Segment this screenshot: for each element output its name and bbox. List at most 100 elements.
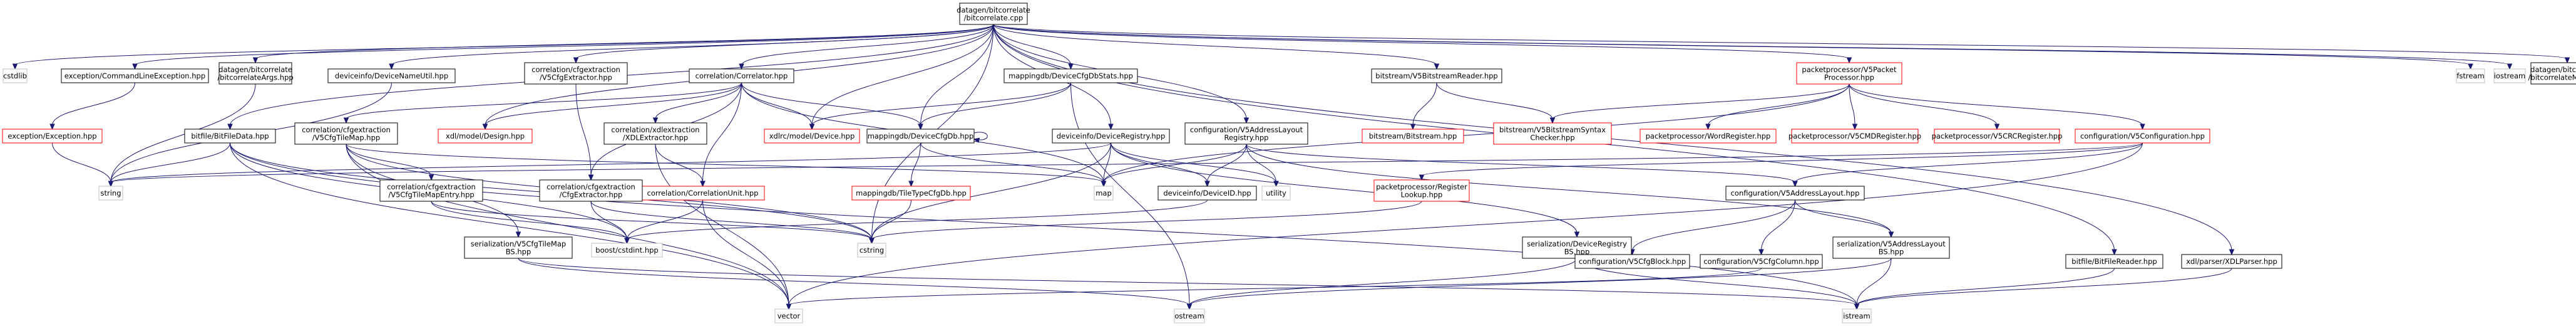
node-bitstream[interactable]: bitstream/Bitstream.hpp <box>1362 129 1464 144</box>
node-label: istream <box>1843 312 1870 320</box>
node-box <box>2 129 103 144</box>
node-box <box>1700 254 1823 269</box>
node-box <box>2181 254 2282 269</box>
node-v5cfgcolumn[interactable]: configuration/V5CfgColumn.hpp <box>1700 254 1823 269</box>
node-label: serialization/V5CfgTileMap <box>471 239 566 248</box>
edge-devregistry-to-devregbs <box>1111 142 1580 238</box>
node-label: configuration/V5CfgColumn.hpp <box>1703 257 1819 266</box>
node-label: mappingdb/TileTypeCfgDb.hpp <box>856 189 967 197</box>
node-v5cmdreg[interactable]: packetprocessor/V5CMDRegister.hpp <box>1788 129 1921 144</box>
node-exception[interactable]: exception/Exception.hpp <box>2 129 103 144</box>
edge-v5cfgtilemap-to-v5tilemapentry <box>346 144 434 181</box>
node-v5tilemapentry[interactable]: correlation/cfgextraction/V5CfgTileMapEn… <box>379 179 483 202</box>
node-devcfgdb[interactable]: mappingdb/DeviceCfgDb.hpp <box>866 129 975 144</box>
node-box <box>1184 122 1308 145</box>
node-bsreader[interactable]: bitstream/V5BitstreamReader.hpp <box>1371 68 1502 83</box>
node-box <box>327 68 456 83</box>
node-v5cfgblock[interactable]: configuration/V5CfgBlock.hpp <box>1574 254 1690 269</box>
edge-cfgextractor-to-cstdint <box>590 201 630 244</box>
node-label: ostream <box>1174 312 1204 320</box>
node-xdldesign[interactable]: xdl/model/Design.hpp <box>438 129 533 144</box>
node-bcmsgs[interactable]: datagen/bitcorrelate/bitcorrelateMsgs.hp… <box>2528 62 2576 85</box>
node-bitfilereader[interactable]: bitfile/BitFileReader.hpp <box>2065 254 2163 269</box>
node-box <box>184 129 276 144</box>
edge-devcfgdbstats-to-devcfgdb <box>918 82 1071 130</box>
edge-v5tilemapbs-to-ostream <box>518 258 1193 310</box>
edge-v5cfgtilemap-to-vector <box>346 144 792 310</box>
node-iostream: iostream <box>2493 68 2526 83</box>
edge-devcfgdb-to-devcfgdb <box>973 132 988 143</box>
node-bitfiledata[interactable]: bitfile/BitFileData.hpp <box>184 129 276 144</box>
node-box <box>2075 129 2210 144</box>
node-corrunit[interactable]: correlation/CorrelationUnit.hpp <box>640 186 765 201</box>
node-v5config[interactable]: configuration/V5Configuration.hpp <box>2075 129 2210 144</box>
node-label: mappingdb/DeviceCfgDb.hpp <box>868 132 974 140</box>
node-box <box>98 186 123 201</box>
node-label: /bitcorrelateMsgs.hpp <box>2528 73 2576 82</box>
node-devcfgdbstats[interactable]: mappingdb/DeviceCfgDbStats.hpp <box>1003 68 1138 83</box>
node-box <box>294 122 398 145</box>
edge-root-to-v5cfgext <box>573 24 994 64</box>
edge-xdlparser-to-istream <box>1854 268 2232 310</box>
node-v5cfgext[interactable]: correlation/cfgextraction/V5CfgExtractor… <box>524 62 628 85</box>
node-devnameutil[interactable]: deviceinfo/DeviceNameUtil.hpp <box>327 68 456 83</box>
node-box <box>591 243 663 258</box>
edge-cmdex-to-exception <box>49 82 135 130</box>
edge-devcfgdb-to-tiletypecfgdb <box>908 142 921 187</box>
edge-v5config-to-pktreglookup <box>1419 142 2143 181</box>
node-label: /V5CfgTileMap.hpp <box>312 133 380 142</box>
edge-v5cfgcolumn-to-vector <box>786 268 1762 310</box>
node-box <box>61 68 209 83</box>
node-label: utility <box>1266 189 1286 197</box>
node-wordreg[interactable]: packetprocessor/WordRegister.hpp <box>1640 129 1777 144</box>
edge-correlator-to-xdldesign <box>482 82 742 130</box>
node-box <box>438 129 533 144</box>
node-correlator[interactable]: correlation/Correlator.hpp <box>689 68 794 83</box>
node-box <box>1373 179 1470 202</box>
edge-v5addrbs-to-istream <box>1854 258 1892 310</box>
node-label: vector <box>777 312 801 320</box>
node-label: mappingdb/DeviceCfgDbStats.hpp <box>1008 71 1133 80</box>
node-label: fstream <box>2456 71 2484 80</box>
edge-correlator-to-xdlrcdevice <box>741 82 815 130</box>
node-label: boost/cstdint.hpp <box>595 246 658 255</box>
node-label: /bitcorrelate.cpp <box>964 13 1024 22</box>
node-xdlrcdevice[interactable]: xdlrc/model/Device.hpp <box>764 129 860 144</box>
node-box <box>1261 186 1291 201</box>
edge-v5addrreg-to-deviceid <box>1204 144 1247 187</box>
node-label: xdlrc/model/Device.hpp <box>769 132 855 140</box>
node-cmdex[interactable]: exception/CommandLineException.hpp <box>61 68 209 83</box>
node-label: xdl/parser/XDLParser.hpp <box>2186 257 2277 266</box>
node-label: packetprocessor/V5CRCRegister.hpp <box>1932 132 2063 140</box>
node-box <box>603 122 707 145</box>
node-v5cfgtilemap[interactable]: correlation/cfgextraction/V5CfgTileMap.h… <box>294 122 398 145</box>
node-v5addrlayout[interactable]: configuration/V5AddressLayout.hpp <box>1725 186 1865 201</box>
edge-v5addrreg-to-map <box>1101 144 1247 187</box>
node-box <box>851 186 971 201</box>
node-box <box>774 308 803 323</box>
node-tiletypecfgdb[interactable]: mappingdb/TileTypeCfgDb.hpp <box>851 186 971 201</box>
edge-packetproc-to-v5crcreg <box>1849 83 2000 130</box>
node-istream: istream <box>1842 308 1872 323</box>
node-xdlparser[interactable]: xdl/parser/XDLParser.hpp <box>2181 254 2282 269</box>
node-devregistry[interactable]: deviceinfo/DeviceRegistry.hpp <box>1052 129 1170 144</box>
edge-correlator-to-devcfgdb <box>741 82 923 130</box>
node-label: correlation/cfgextraction <box>387 182 476 191</box>
node-root[interactable]: datagen/bitcorrelate/bitcorrelate.cpp <box>957 3 1030 25</box>
node-cfgextractor[interactable]: correlation/cfgextraction/CfgExtractor.h… <box>539 179 643 202</box>
node-label: cstdlib <box>3 71 27 80</box>
node-deviceid[interactable]: deviceinfo/DeviceID.hpp <box>1157 186 1257 201</box>
edge-correlator-to-xdlextractor <box>652 82 742 124</box>
node-cstring: cstring <box>857 243 886 258</box>
node-bcargs[interactable]: datagen/bitcorrelate/bitcorrelateArgs.hp… <box>217 62 294 85</box>
node-v5crcreg[interactable]: packetprocessor/V5CRCRegister.hpp <box>1932 129 2063 144</box>
edge-root-to-fstream <box>993 24 2473 70</box>
node-v5addrreg[interactable]: configuration/V5AddressLayoutRegistry.hp… <box>1184 122 1308 145</box>
node-xdlextractor[interactable]: correlation/xdlextraction/XDLExtractor.h… <box>603 122 707 145</box>
node-box <box>1640 129 1777 144</box>
